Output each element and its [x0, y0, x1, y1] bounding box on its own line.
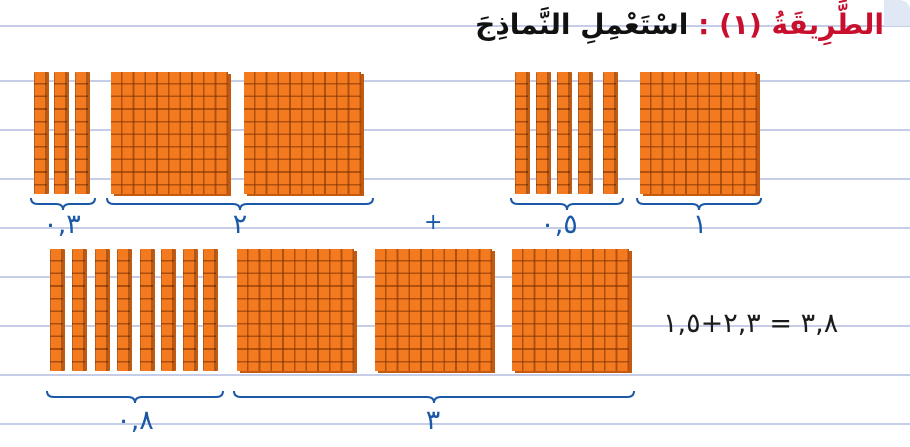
unit-flat [640, 72, 757, 194]
tenth-rod [557, 72, 570, 194]
tenth-rod [34, 72, 47, 194]
label-row2-ones: ٣ [408, 405, 458, 436]
tenth-rod [75, 72, 88, 194]
plus-sign: + [424, 210, 442, 235]
method-title: الطَّرِيقَةُ (١) : اسْتَعْمِلِ النَّماذِ… [475, 8, 884, 41]
label-left-tenths: ٠,٣ [27, 209, 97, 240]
method-label: الطَّرِيقَةُ (١) : [698, 8, 884, 41]
brace-row2-tenths [46, 390, 224, 404]
label-left-ones: ٢ [215, 209, 265, 240]
method-text: اسْتَعْمِلِ النَّماذِجَ [475, 8, 688, 41]
unit-flat [512, 249, 629, 371]
label-right-ones: ١ [675, 209, 725, 240]
tenth-rod [578, 72, 591, 194]
unit-flat [237, 249, 354, 371]
tenth-rod [161, 249, 174, 371]
tenth-rod [95, 249, 108, 371]
unit-flat [375, 249, 492, 371]
tenth-rod [140, 249, 153, 371]
brace-row2-ones [233, 390, 635, 404]
tenth-rod [203, 249, 216, 371]
corner-tab [884, 0, 910, 26]
equation-result: ٣,٨ = ٢,٣+١,٥ [663, 308, 838, 339]
tenth-rod [183, 249, 196, 371]
unit-flat [244, 72, 361, 194]
tenth-rod [117, 249, 130, 371]
tenth-rod [603, 72, 616, 194]
tenth-rod [536, 72, 549, 194]
tenth-rod [50, 249, 63, 371]
unit-flat [111, 72, 228, 194]
label-row2-tenths: ٠,٨ [100, 405, 170, 436]
label-right-tenths: ٠,٥ [524, 209, 594, 240]
tenth-rod [54, 72, 67, 194]
tenth-rod [515, 72, 528, 194]
tenth-rod [72, 249, 85, 371]
